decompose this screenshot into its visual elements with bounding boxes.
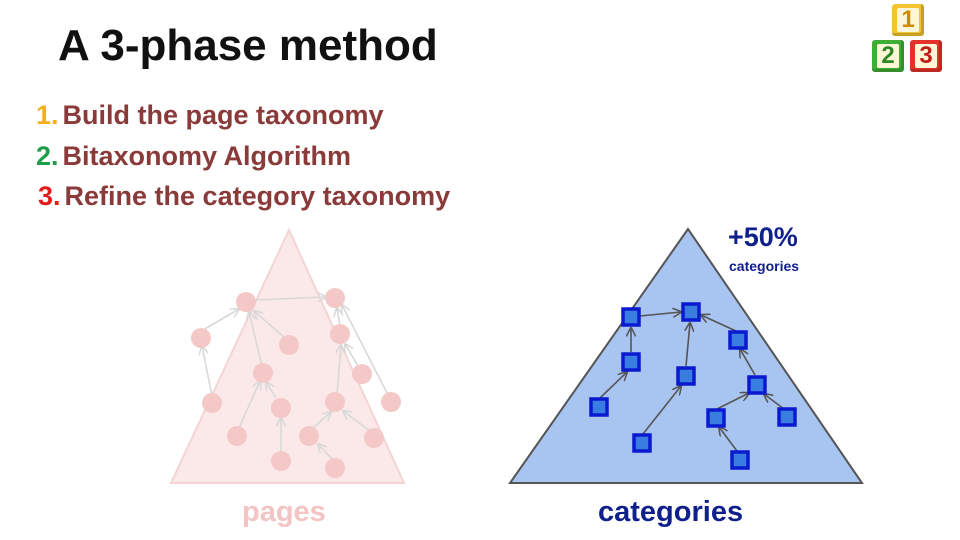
step-2: 2.Bitaxonomy Algorithm — [36, 139, 351, 173]
category-node — [621, 307, 641, 327]
category-node — [777, 407, 797, 427]
page-node — [325, 288, 345, 308]
block-3-icon: 3 — [910, 40, 942, 72]
page-node — [253, 363, 273, 383]
categories-caption: categories — [598, 496, 744, 528]
category-node — [621, 352, 641, 372]
step-3-text: Refine the category taxonomy — [64, 181, 451, 211]
page-node — [330, 324, 350, 344]
step-2-text: Bitaxonomy Algorithm — [62, 141, 352, 171]
block-2-icon: 2 — [872, 40, 904, 72]
category-node — [706, 408, 726, 428]
pages-nodes — [191, 288, 401, 478]
categories-nodes — [589, 302, 797, 470]
step-3-number: 3. — [38, 181, 61, 211]
page-node — [202, 393, 222, 413]
step-3: 3.Refine the category taxonomy — [38, 179, 450, 213]
increase-label: categories — [729, 258, 800, 274]
page-node — [236, 292, 256, 312]
pages-edges — [202, 297, 388, 461]
page-node — [271, 451, 291, 471]
page-node — [364, 428, 384, 448]
step-2-number: 2. — [36, 141, 59, 171]
page-node — [352, 364, 372, 384]
page-node — [299, 426, 319, 446]
category-node — [632, 433, 652, 453]
category-node — [728, 330, 748, 350]
categories-edges — [599, 312, 785, 452]
page-node — [271, 398, 291, 418]
block-1-icon: 1 — [892, 4, 924, 36]
step-1-number: 1. — [36, 100, 59, 130]
slide-title: A 3-phase method — [58, 21, 438, 70]
number-blocks-icon: 1 2 3 — [862, 2, 956, 82]
page-node — [191, 328, 211, 348]
step-1: 1.Build the page taxonomy — [36, 98, 384, 132]
page-node — [325, 392, 345, 412]
page-node — [381, 392, 401, 412]
page-node — [325, 458, 345, 478]
pages-taxonomy — [169, 227, 406, 484]
category-node — [730, 450, 750, 470]
increase-value: +50% — [728, 222, 798, 252]
category-node — [681, 302, 701, 322]
page-node — [279, 335, 299, 355]
category-node — [747, 375, 767, 395]
page-node — [227, 426, 247, 446]
pages-caption: pages — [242, 496, 326, 528]
step-1-text: Build the page taxonomy — [62, 100, 384, 130]
category-node — [589, 397, 609, 417]
categories-taxonomy — [508, 227, 864, 484]
categories-triangle — [508, 227, 864, 484]
category-node — [676, 366, 696, 386]
